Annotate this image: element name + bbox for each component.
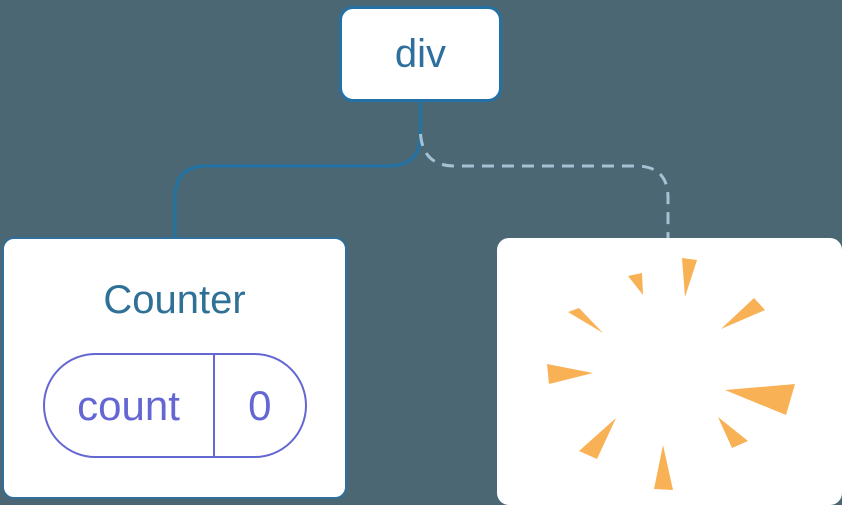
state-pill-divider	[212, 355, 215, 456]
tree-node-div: div	[339, 6, 502, 102]
tree-node-counter: Counter count 0	[2, 237, 347, 499]
state-name: count	[77, 381, 180, 429]
poof-icon	[547, 258, 795, 490]
div-node-label: div	[394, 31, 447, 76]
edge-root-to-removed-dashed	[419, 133, 670, 241]
counter-state-pill: count 0	[42, 353, 307, 458]
state-value: 0	[248, 381, 272, 429]
counter-component-title: Counter	[103, 278, 246, 322]
edge-root-to-counter	[173, 100, 422, 240]
tree-node-removed	[497, 238, 842, 505]
